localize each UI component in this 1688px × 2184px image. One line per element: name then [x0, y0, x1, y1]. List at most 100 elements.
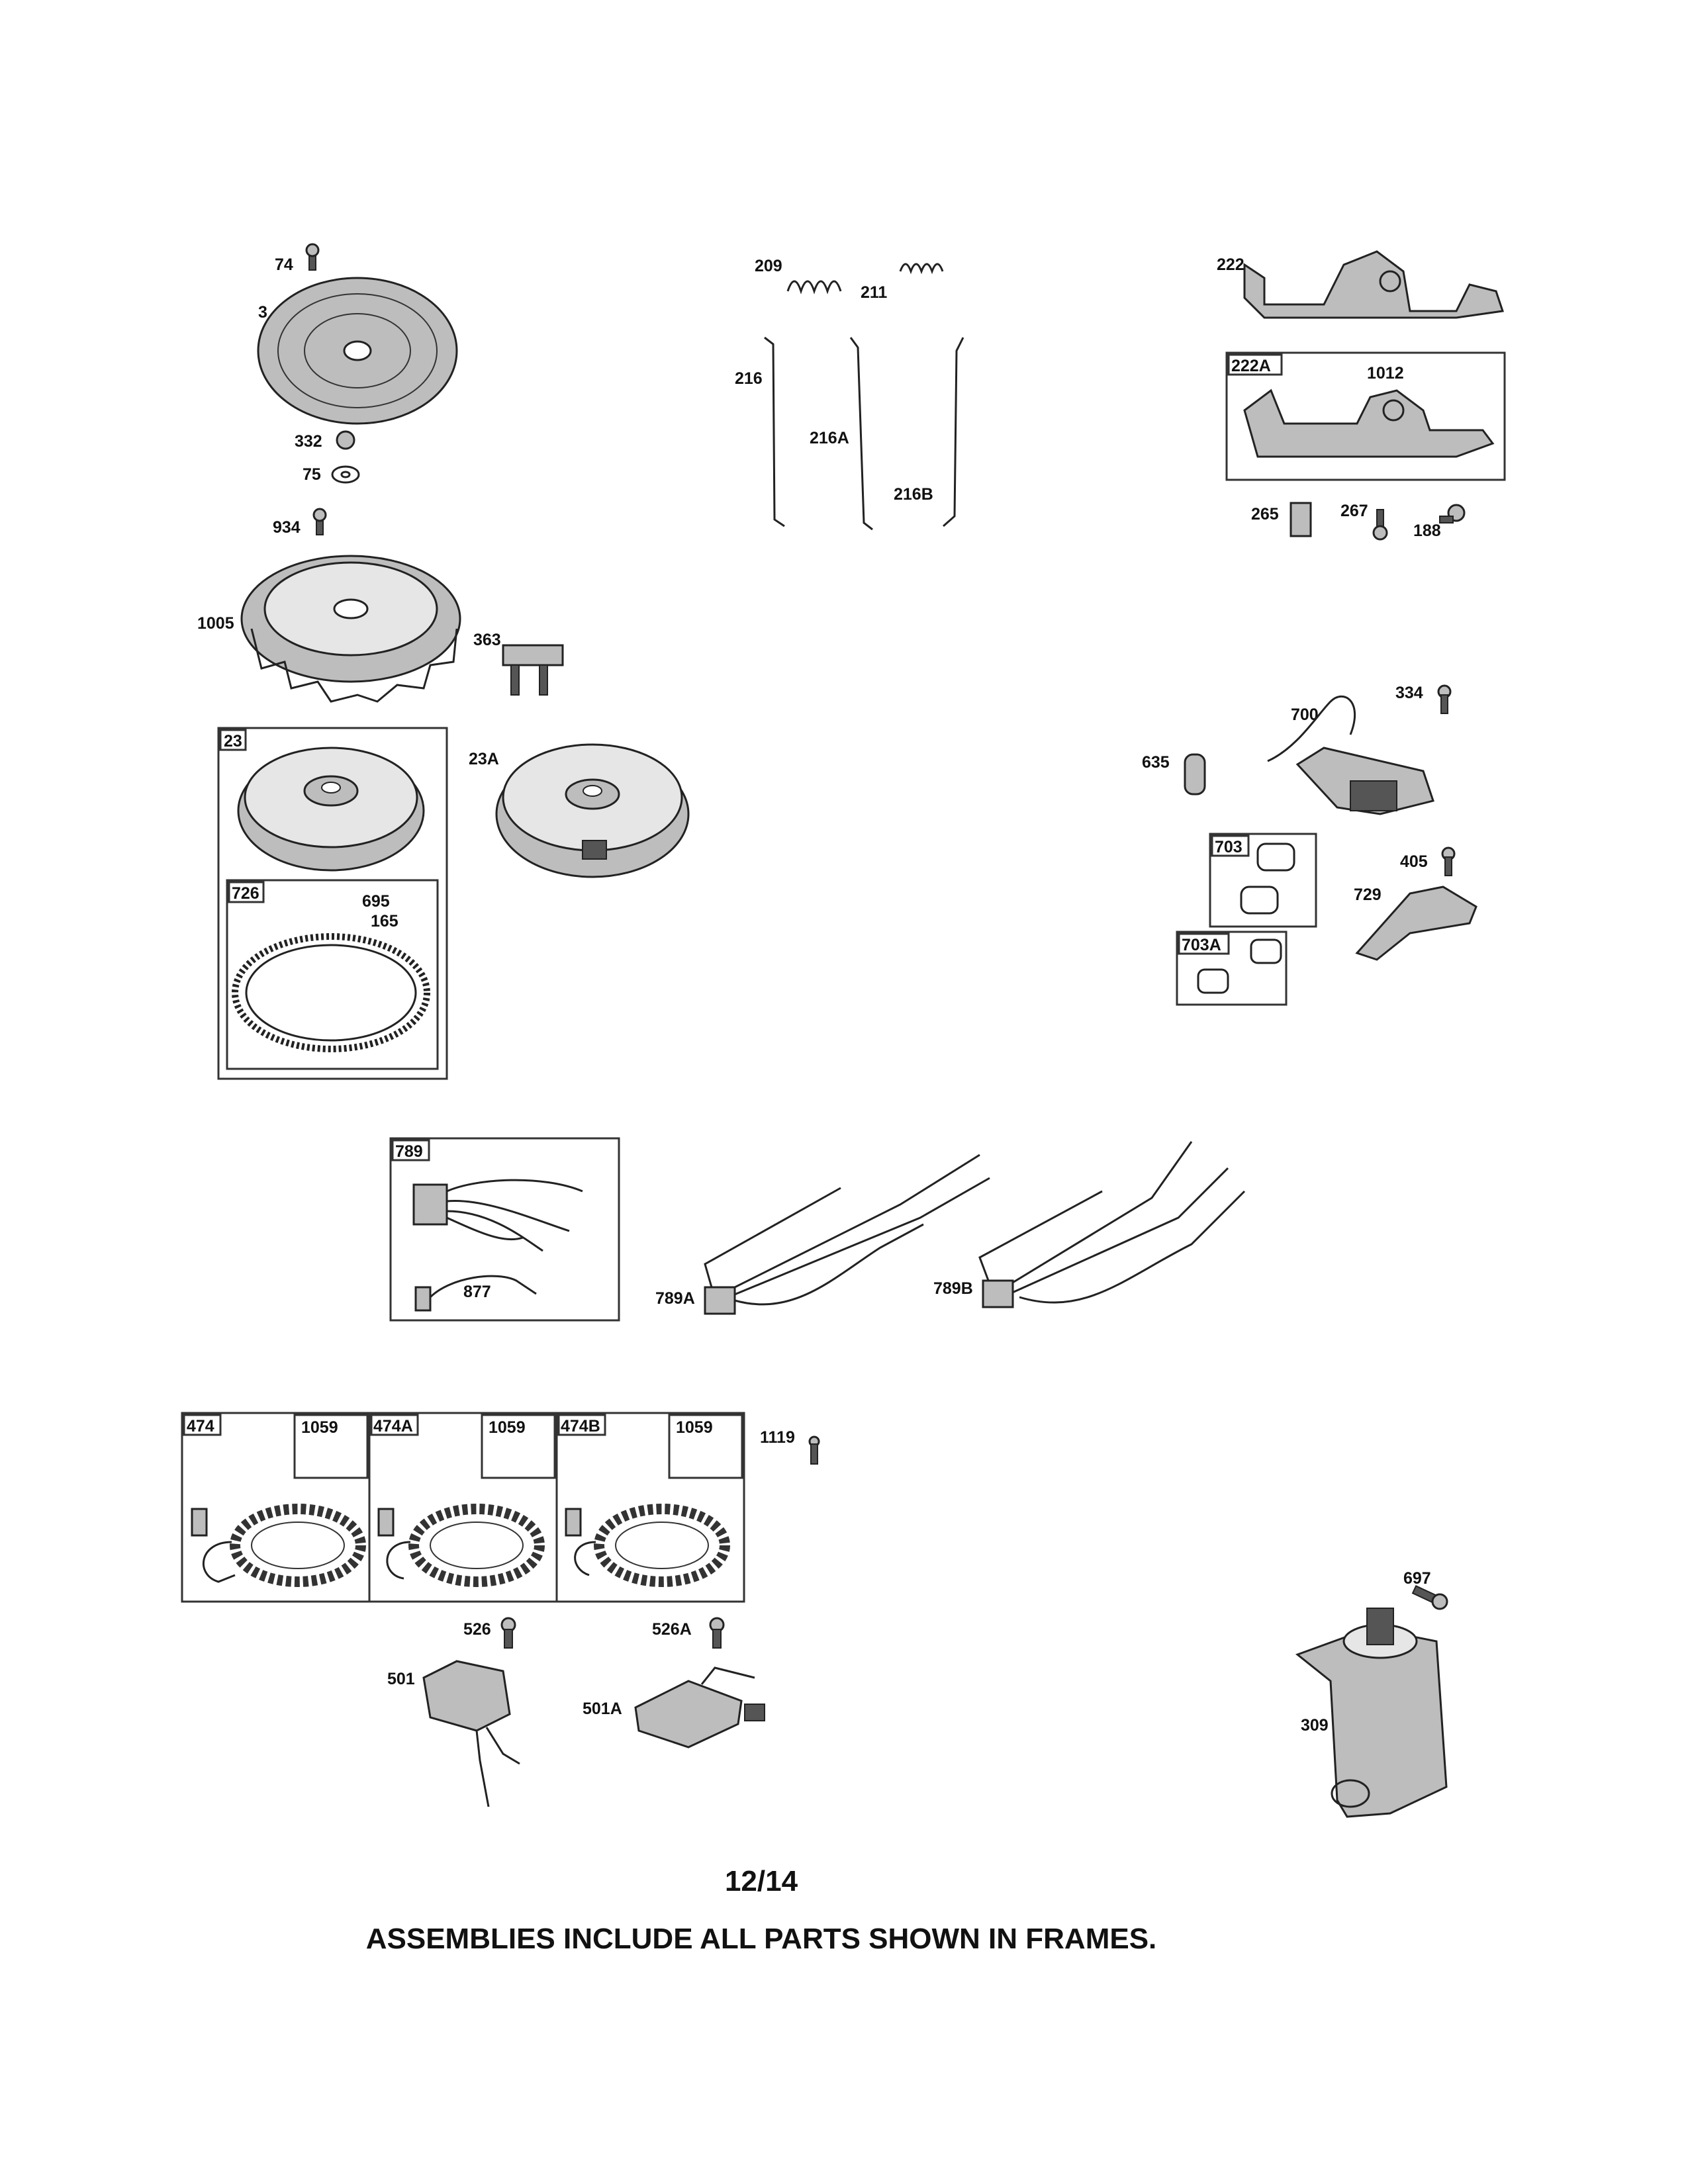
label-789A: 789A	[655, 1289, 695, 1308]
frame-1059-c	[668, 1414, 743, 1479]
label-526: 526	[463, 1620, 491, 1639]
label-1012: 1012	[1367, 364, 1404, 383]
label-789B: 789B	[933, 1279, 973, 1298]
frame-1059-b	[481, 1414, 556, 1479]
label-3: 3	[258, 303, 267, 322]
screw-526	[500, 1617, 516, 1649]
armature-700	[1267, 695, 1434, 815]
label-877: 877	[463, 1283, 491, 1301]
label-209: 209	[755, 257, 782, 275]
frame-1059-a	[293, 1414, 369, 1479]
shield-729	[1355, 886, 1477, 961]
regulator-501	[422, 1660, 520, 1807]
label-726: 726	[232, 884, 259, 903]
frame-474-tag	[183, 1414, 222, 1436]
label-363: 363	[473, 631, 501, 649]
label-1059-c: 1059	[676, 1418, 713, 1437]
screw-697	[1411, 1585, 1448, 1610]
label-1059-a: 1059	[301, 1418, 338, 1437]
bushing-265	[1289, 502, 1312, 537]
harness-789B	[978, 1141, 1246, 1308]
screw-1119	[808, 1435, 820, 1465]
frame-222A	[1225, 351, 1506, 481]
washer-75	[331, 465, 360, 484]
label-265: 265	[1251, 505, 1279, 523]
label-75: 75	[303, 465, 321, 484]
frame-789-tag	[391, 1139, 430, 1161]
harness-877	[414, 1275, 537, 1312]
regulator-501A	[634, 1666, 765, 1749]
ring-gear-726	[232, 933, 430, 1052]
label-165: 165	[371, 912, 399, 931]
frame-789	[389, 1137, 620, 1322]
label-729: 729	[1354, 886, 1382, 904]
label-309: 309	[1301, 1716, 1329, 1735]
starter-motor-309	[1295, 1608, 1448, 1818]
frame-703	[1209, 833, 1317, 928]
label-695: 695	[362, 892, 390, 911]
frame-703A	[1176, 931, 1288, 1006]
fan-1005	[240, 555, 461, 703]
frame-23	[217, 727, 448, 1080]
label-703: 703	[1215, 838, 1243, 856]
label-23: 23	[224, 732, 242, 751]
screw-934	[312, 508, 327, 535]
label-474: 474	[187, 1417, 214, 1435]
control-bracket-222A	[1243, 388, 1495, 458]
gasket-703A	[1197, 938, 1282, 994]
link-216	[764, 336, 785, 527]
label-501A: 501A	[583, 1700, 622, 1718]
footer-note: ASSEMBLIES INCLUDE ALL PARTS SHOWN IN FR…	[365, 1923, 1157, 1955]
label-1005: 1005	[197, 614, 234, 633]
label-1119: 1119	[760, 1428, 795, 1447]
frame-726-tag	[228, 881, 265, 903]
label-405: 405	[1400, 852, 1428, 871]
label-501: 501	[387, 1670, 415, 1688]
label-635: 635	[1142, 753, 1170, 772]
spring-209	[786, 280, 842, 295]
frame-222A-tag	[1227, 353, 1283, 376]
label-211: 211	[861, 283, 887, 302]
frame-23-tag	[219, 729, 247, 751]
label-74: 74	[275, 255, 293, 274]
link-216A	[849, 337, 873, 531]
label-222: 222	[1217, 255, 1244, 274]
link-216B	[943, 337, 964, 527]
frame-474B	[555, 1412, 745, 1603]
nut-332	[336, 430, 355, 450]
rotating-screen-3	[257, 277, 458, 425]
spring-211	[899, 263, 944, 275]
label-934: 934	[273, 518, 301, 537]
label-334: 334	[1395, 684, 1423, 702]
gasket-703	[1240, 842, 1295, 915]
page-number: 12/14	[724, 1865, 798, 1897]
alternator-474B	[565, 1504, 730, 1587]
screw-267	[1372, 509, 1388, 541]
label-216: 216	[735, 369, 763, 388]
screw-74	[305, 243, 320, 271]
label-222A: 222A	[1231, 357, 1271, 375]
label-267: 267	[1340, 502, 1368, 520]
frame-474B-tag	[557, 1414, 606, 1436]
harness-789	[412, 1179, 583, 1252]
spark-plug-cover-635	[1184, 753, 1206, 796]
label-188: 188	[1413, 522, 1441, 540]
label-703A: 703A	[1182, 936, 1221, 954]
screw-334	[1437, 684, 1452, 714]
label-474B: 474B	[561, 1417, 600, 1435]
frame-703-tag	[1211, 835, 1250, 857]
label-697: 697	[1403, 1569, 1431, 1588]
label-332: 332	[295, 432, 322, 451]
screw-405	[1441, 846, 1456, 876]
label-23A: 23A	[469, 750, 499, 768]
flywheel-23A	[495, 743, 690, 878]
alternator-474	[191, 1504, 366, 1587]
label-216A: 216A	[810, 429, 849, 447]
harness-789A	[704, 1154, 990, 1315]
screw-188	[1439, 504, 1466, 523]
frame-703A-tag	[1178, 933, 1230, 955]
label-474A: 474A	[373, 1417, 413, 1435]
flywheel-23	[237, 747, 425, 872]
label-526A: 526A	[652, 1620, 692, 1639]
